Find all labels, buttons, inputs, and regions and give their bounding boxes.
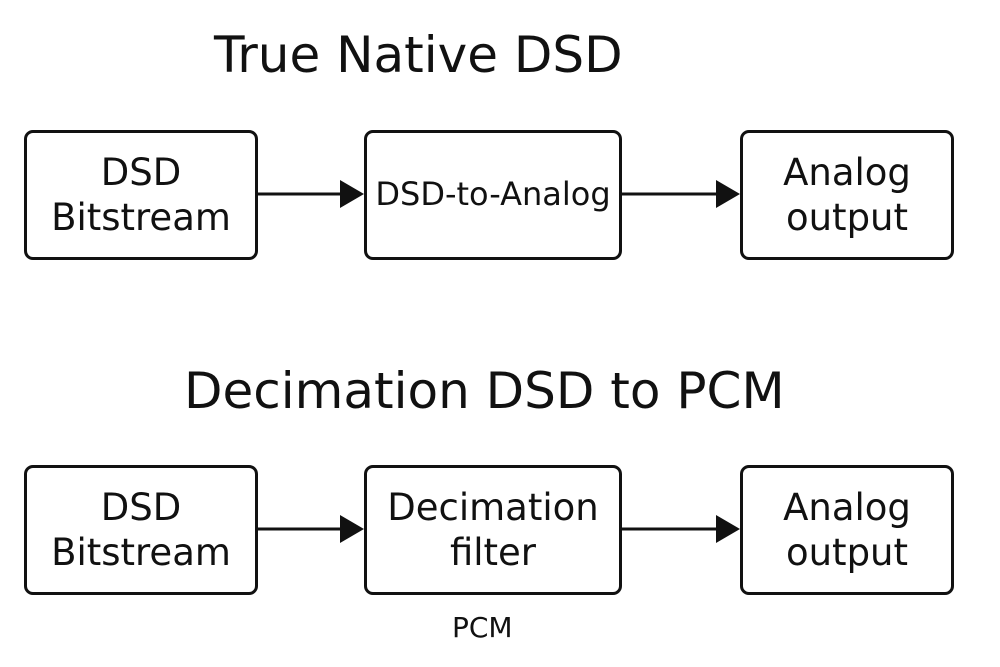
block-label-line: DSD — [100, 150, 182, 194]
arrow-head — [716, 515, 740, 543]
diagram-title-decimation: Decimation DSD to PCM — [184, 362, 785, 420]
block-label-line: output — [785, 196, 909, 239]
block-label-line: Bitstream — [51, 531, 231, 574]
block-label-line: Analog — [783, 150, 911, 194]
block-label-line: DSD — [100, 485, 182, 529]
block-label-line: Bitstream — [51, 196, 231, 239]
block-label-line: output — [785, 531, 909, 574]
pcm-label: PCM — [452, 611, 513, 644]
block-analog-output: Analog output — [740, 465, 954, 595]
block-analog-output: Analog output — [740, 130, 954, 260]
block-label-line: Decimation — [387, 485, 599, 529]
diagram-title-native-dsd: True Native DSD — [214, 26, 623, 84]
block-dsd-bitstream: DSD Bitstream — [24, 130, 258, 260]
block-label-line: filter — [449, 531, 537, 574]
arrow-head — [340, 180, 364, 208]
block-decimation-filter: Decimation filter — [364, 465, 622, 595]
arrow-head — [716, 180, 740, 208]
arrow-head — [340, 515, 364, 543]
block-label-line: Analog — [783, 485, 911, 529]
block-label-line: DSD-to-Analog — [375, 175, 611, 214]
block-dsd-bitstream: DSD Bitstream — [24, 465, 258, 595]
block-dsd-to-analog: DSD-to-Analog — [364, 130, 622, 260]
